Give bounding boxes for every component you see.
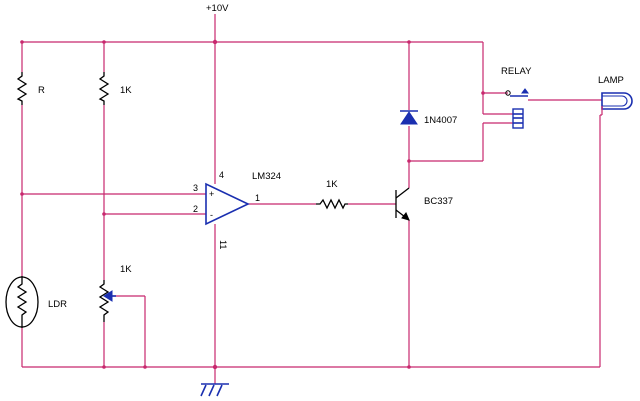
opamp-pin3: 3: [193, 183, 198, 193]
resistor-1k-top: 1K: [98, 72, 132, 105]
transistor-bc337: BC337: [395, 187, 453, 221]
resistor-1k-base-label: 1K: [326, 179, 338, 190]
potentiometer-label: 1K: [120, 264, 132, 275]
ldr: LDR: [5, 276, 67, 328]
supply-label: +10V: [206, 3, 229, 14]
opamp-lm324: LM324 3 2 + - 4 11 1: [193, 170, 281, 249]
ldr-label: LDR: [48, 299, 67, 310]
relay: RELAY: [501, 66, 532, 129]
resistor-1k-top-label: 1K: [120, 85, 132, 96]
wires: [21, 14, 602, 384]
diode-1n4007: 1N4007: [400, 110, 457, 126]
opamp-pin4: 4: [219, 170, 224, 180]
lamp: LAMP: [598, 75, 633, 116]
junction-dots: [20, 39, 485, 370]
relay-label: RELAY: [501, 66, 532, 77]
resistor-1k-base: 1K: [316, 179, 348, 210]
potentiometer-1k: 1K: [98, 264, 132, 322]
transistor-label: BC337: [424, 196, 453, 207]
diode-label: 1N4007: [424, 115, 457, 126]
opamp-pin11: 11: [218, 240, 228, 249]
opamp-label: LM324: [252, 171, 281, 182]
lamp-label: LAMP: [598, 75, 624, 86]
resistor-r-label: R: [38, 85, 45, 96]
ground-symbol: [200, 383, 229, 397]
opamp-pin2: 2: [193, 204, 198, 214]
opamp-minus: -: [210, 210, 213, 220]
opamp-pin1: 1: [255, 193, 260, 203]
resistor-r: R: [16, 72, 45, 105]
opamp-plus: +: [209, 189, 214, 199]
